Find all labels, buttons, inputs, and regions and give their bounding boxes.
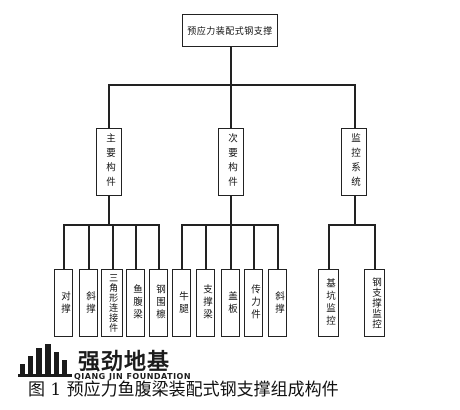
leaf-node: 鱼腹梁 [126, 269, 145, 337]
group-label: 次要构件 [226, 133, 237, 191]
leaf-node: 对撑 [54, 269, 73, 337]
connector [205, 224, 207, 269]
connector [230, 47, 232, 84]
watermark-name: 强劲地基 [78, 350, 171, 375]
group-label: 主要构件 [104, 133, 115, 191]
connector [108, 196, 110, 224]
watermark-logo: 强劲地基 QIANG JIN FOUNDATION [14, 344, 214, 388]
leaf-label: 钢围檩 [153, 284, 165, 322]
connector [230, 84, 232, 128]
leaf-label: 对撑 [58, 290, 70, 316]
group-node-main: 主要构件 [96, 128, 122, 196]
group-label: 监控系统 [349, 133, 360, 191]
connector [277, 224, 279, 269]
root-label: 预应力装配式钢支撑 [187, 27, 273, 37]
leaf-label: 传力件 [248, 284, 260, 322]
watermark-sub: QIANG JIN FOUNDATION [74, 372, 192, 381]
connector [230, 196, 232, 224]
connector [253, 224, 255, 269]
leaf-node: 斜撑 [268, 269, 287, 337]
leaf-node: 传力件 [244, 269, 263, 337]
leaf-label: 钢支撑监控 [369, 276, 381, 330]
connector [88, 224, 90, 269]
leaf-label: 盖板 [225, 290, 237, 316]
connector [63, 224, 65, 269]
leaf-label: 鱼腹梁 [130, 284, 142, 322]
logo-bars-icon [18, 344, 72, 377]
connector [135, 224, 137, 269]
leaf-node: 钢支撑监控 [364, 269, 385, 337]
leaf-label: 三角形连接件 [107, 273, 118, 333]
connector [108, 84, 110, 128]
connector [328, 224, 374, 226]
group-node-secondary: 次要构件 [218, 128, 244, 196]
connector [112, 224, 114, 269]
leaf-label: 基坑监控 [323, 278, 335, 328]
connector [181, 224, 183, 269]
connector [354, 196, 356, 224]
leaf-node: 支撑梁 [196, 269, 215, 337]
connector [230, 224, 232, 269]
connector [181, 224, 278, 226]
leaf-node: 三角形连接件 [101, 269, 123, 337]
figure-caption: 图 1 预应力鱼腹梁装配式钢支撑组成构件 [28, 380, 339, 400]
leaf-node: 盖板 [221, 269, 240, 337]
leaf-node: 牛腿 [172, 269, 191, 337]
root-node: 预应力装配式钢支撑 [182, 14, 278, 47]
connector [354, 84, 356, 128]
leaf-node: 基坑监控 [318, 269, 339, 337]
leaf-label: 支撑梁 [200, 284, 212, 322]
connector [158, 224, 160, 269]
leaf-label: 斜撑 [272, 290, 284, 316]
leaf-label: 牛腿 [176, 290, 188, 316]
leaf-label: 斜撑 [83, 290, 95, 316]
connector [328, 224, 330, 269]
leaf-node: 斜撑 [79, 269, 98, 337]
connector [374, 224, 376, 269]
group-node-monitor: 监控系统 [341, 128, 367, 196]
leaf-node: 钢围檩 [149, 269, 168, 337]
connector [63, 224, 159, 226]
